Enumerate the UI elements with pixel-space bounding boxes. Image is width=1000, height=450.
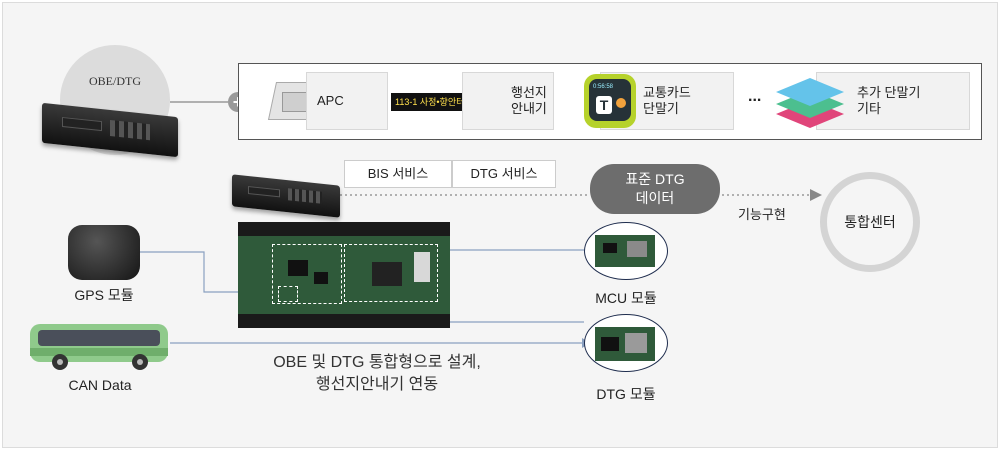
extra-terminal-card: 추가 단말기 기타: [816, 72, 970, 130]
function-label: 기능구현: [738, 207, 786, 222]
can-label: CAN Data: [68, 377, 132, 393]
card-terminal-label: 교통카드 단말기: [643, 85, 691, 116]
main-board-image: [238, 222, 450, 328]
integrated-center-ring: [820, 172, 920, 272]
gps-module-image: [68, 225, 140, 280]
destination-label: 행선지 안내기: [511, 85, 547, 116]
dtg-module-ring: [584, 314, 668, 372]
mcu-label: MCU 모듈: [595, 290, 657, 306]
apc-card: APC: [306, 72, 388, 130]
sign-text: 113-1 사정•향안터미널: [395, 97, 481, 107]
dtg-label: DTG 모듈: [596, 386, 656, 402]
gps-label: GPS 모듈: [74, 287, 134, 303]
card-terminal-image: 0:56:58 T: [584, 74, 636, 128]
dtg-board-image: [595, 327, 655, 361]
bus-image: [30, 324, 168, 370]
design-caption: OBE 및 DTG 통합형으로 설계, 행선지안내기 연동: [273, 354, 481, 393]
mcu-board-image: [595, 235, 655, 267]
standard-dtg-data-pill: 표준 DTG 데이터: [590, 164, 720, 214]
mcu-module-ring: [584, 222, 668, 280]
destination-card: 행선지 안내기: [462, 72, 554, 130]
dtg-service-tab: DTG 서비스: [452, 160, 556, 188]
terminal-screen: 0:56:58: [593, 84, 614, 90]
ellipsis: ...: [748, 88, 762, 105]
obe-label: OBE/DTG: [89, 74, 141, 88]
layers-icon: [776, 78, 844, 128]
extra-terminal-label: 추가 단말기 기타: [857, 85, 921, 116]
apc-label: APC: [317, 93, 344, 108]
integrated-center-label: 통합센터: [844, 214, 896, 230]
bis-service-tab: BIS 서비스: [344, 160, 452, 188]
arrow-head-icon: [810, 189, 822, 201]
